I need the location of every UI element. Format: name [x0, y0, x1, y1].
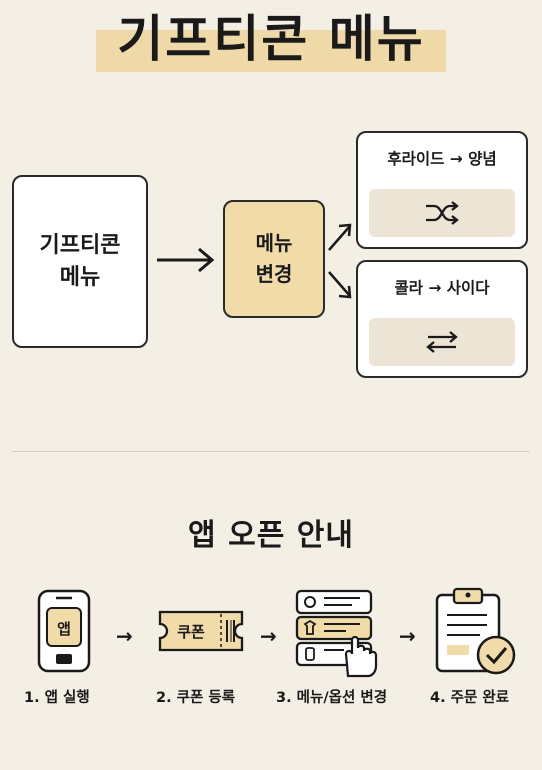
phone-icon: 앱 — [37, 589, 91, 673]
page-title: 기프티콘 메뉴 — [117, 10, 425, 68]
option-1-icon-strip — [369, 189, 515, 237]
option-2-icon-strip — [369, 318, 515, 366]
title-highlight — [96, 30, 446, 72]
change-box-line2: 변경 — [255, 262, 293, 286]
change-box: 메뉴 변경 — [223, 200, 325, 318]
option-box-2: 콜라 → 사이다 — [356, 260, 528, 378]
section-title: 앱 오픈 안내 — [188, 518, 354, 553]
shuffle-icon — [426, 201, 459, 225]
step-2-label: 2. 쿠폰 등록 — [156, 690, 236, 706]
clipboard-check-icon — [435, 587, 516, 675]
branch-arrow-up — [328, 223, 352, 251]
step-4-label: 4. 주문 완료 — [430, 690, 510, 706]
ticket-coupon-text: 쿠폰 — [177, 623, 205, 641]
step-arrow-1: → — [116, 624, 133, 648]
main-arrow — [157, 247, 215, 273]
option-box-1: 후라이드 → 양념 — [356, 131, 528, 249]
ticket-icon: 쿠폰 — [158, 610, 244, 652]
option-1-label: 후라이드 → 양념 — [387, 150, 497, 168]
source-box-line2: 메뉴 — [59, 264, 101, 290]
source-box-line1: 기프티콘 — [39, 232, 121, 258]
phone-app-text: 앱 — [57, 620, 71, 638]
branch-arrow-down — [328, 271, 352, 299]
step-1-label: 1. 앱 실행 — [24, 690, 90, 706]
step-3-label: 3. 메뉴/옵션 변경 — [276, 690, 388, 706]
change-box-line1: 메뉴 — [255, 231, 293, 255]
swap-arrows-icon — [426, 331, 458, 353]
title-container: 기프티콘 메뉴 — [0, 6, 542, 72]
step-arrow-3: → — [399, 624, 416, 648]
step-arrow-2: → — [260, 624, 277, 648]
option-2-label: 콜라 → 사이다 — [394, 279, 490, 297]
section-divider — [12, 451, 530, 452]
source-box: 기프티콘 메뉴 — [12, 175, 148, 348]
menu-select-icon — [295, 589, 378, 678]
